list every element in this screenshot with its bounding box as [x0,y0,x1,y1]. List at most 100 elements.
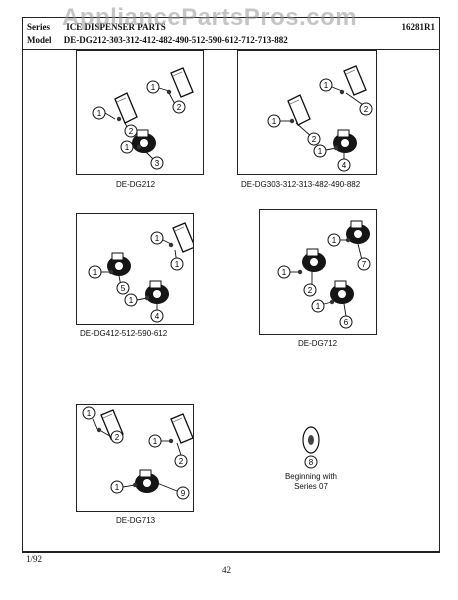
callout-2: 2 [172,100,186,114]
callout-1: 1 [148,434,162,448]
callout-1: 1 [327,233,341,247]
panel-caption: DE-DG212 [116,180,156,189]
solenoid-part [330,280,354,304]
diagram-de-dg303: 1 2 1 2 1 4 [267,65,373,172]
callout-3: 3 [150,156,164,170]
ice-chute-door-part [343,65,367,96]
header-row-series: Series ICE DISPENSER PARTS 16281R1 [27,22,435,33]
sheet-title: ICE DISPENSER PARTS [66,22,166,32]
panel-caption: DE-DG713 [116,516,156,525]
solenoid-part [135,469,159,493]
panel-de-dg303: 1 2 1 2 1 4 [237,50,377,175]
callout-5: 5 [116,281,130,295]
model-list: DE-DG212-303-312-412-482-490-512-590-612… [63,35,288,45]
callout-1: 1 [313,144,327,158]
svg-text:2: 2 [129,127,134,136]
solenoid-part [302,248,326,272]
callout-2: 2 [174,454,188,468]
callout-2: 2 [110,430,124,444]
callout-9: 9 [176,486,190,500]
svg-text:1: 1 [153,437,158,446]
svg-text:1: 1 [175,260,180,269]
callout-1: 1 [267,114,281,128]
svg-text:8: 8 [309,458,314,467]
svg-text:5: 5 [121,284,126,293]
svg-text:3: 3 [155,159,160,168]
callout-2: 2 [303,283,317,297]
callout-1: 1 [319,78,333,92]
panel-caption: DE-DG303-312-313-482-490-882 [241,180,361,189]
gasket-part [302,426,320,454]
svg-text:1: 1 [282,268,287,277]
ice-chute-door-part [172,222,196,253]
footer-rule [22,552,440,553]
svg-text:2: 2 [308,286,313,295]
svg-text:2: 2 [177,103,182,112]
callout-6: 6 [339,315,353,329]
svg-text:1: 1 [272,117,277,126]
solenoid-part [145,280,169,304]
header-row-model: Model DE-DG212-303-312-412-482-490-512-5… [27,35,435,46]
solenoid-part [346,220,370,244]
parts-sheet: Series ICE DISPENSER PARTS 16281R1 Model… [22,17,440,552]
part-8-drawing: 8 [302,426,320,469]
svg-text:1: 1 [332,236,337,245]
part-number: 16281R1 [401,22,436,32]
svg-text:1: 1 [93,268,98,277]
callout-1: 1 [277,265,291,279]
svg-text:1: 1 [316,302,321,311]
diagram-de-dg712: 1 7 1 2 1 6 [277,220,371,329]
ice-chute-door-part [170,413,194,444]
panel-de-dg712: 1 7 1 2 1 6 [259,209,377,335]
sheet-header: Series ICE DISPENSER PARTS 16281R1 Model… [23,18,439,50]
callout-1: 1 [146,80,160,94]
series-note: Beginning with Series 07 [276,472,346,492]
ice-chute-door-part [287,94,311,126]
diagram-de-dg212: 1 2 1 2 1 3 [92,67,194,170]
svg-text:2: 2 [179,457,184,466]
solenoid-part [107,252,131,276]
svg-text:9: 9 [181,489,186,498]
callout-1: 1 [150,231,164,245]
svg-text:1: 1 [324,81,329,90]
callout-2: 2 [359,102,373,116]
svg-text:4: 4 [155,312,160,321]
svg-text:1: 1 [318,147,323,156]
svg-text:2: 2 [115,433,120,442]
callout-1: 1 [82,406,96,420]
svg-text:1: 1 [97,109,102,118]
svg-text:2: 2 [364,105,369,114]
ice-chute-door-part [170,67,194,98]
model-label: Model [27,35,52,45]
svg-text:2: 2 [312,135,317,144]
panel-de-dg212: 1 2 1 2 1 3 [76,50,204,175]
revision-date: 1/92 [26,554,43,564]
callout-1: 1 [124,293,138,307]
panel-de-dg412: 1 1 1 5 1 4 [76,213,196,325]
callout-1: 1 [120,140,134,154]
svg-text:1: 1 [87,409,92,418]
callout-2: 2 [124,124,138,138]
solenoid-part [333,129,357,153]
callout-7: 7 [357,257,371,271]
callout-1: 1 [110,480,124,494]
screw-part [116,89,172,150]
series-note-line2: Series 07 [294,482,328,491]
ice-chute-door-part [114,92,138,124]
series-note-line1: Beginning with [284,472,338,481]
svg-text:4: 4 [342,161,347,170]
screw-part [108,242,174,301]
callout-1: 1 [170,257,184,271]
svg-text:1: 1 [129,296,134,305]
svg-text:6: 6 [344,318,349,327]
svg-text:1: 1 [115,483,120,492]
svg-text:1: 1 [151,83,156,92]
diagram-de-dg713: 1 2 1 2 1 9 [82,406,194,500]
screw-part [96,427,174,488]
panel-caption: DE-DG712 [298,339,338,348]
svg-text:7: 7 [362,260,367,269]
diagram-de-dg412: 1 1 1 5 1 4 [88,222,196,323]
watermark: AppliancePartsPros.com [62,4,358,31]
callout-4: 4 [337,158,351,172]
series-label: Series [27,22,50,32]
